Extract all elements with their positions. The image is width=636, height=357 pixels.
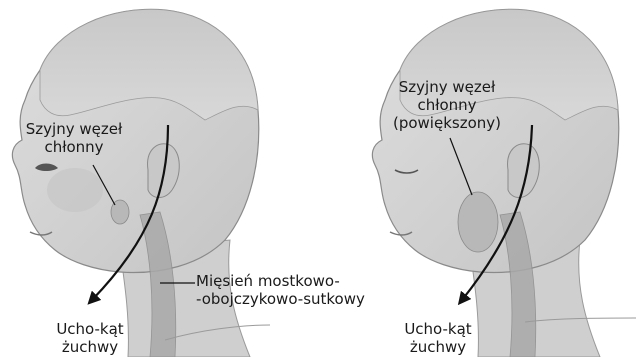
left-cheek [47,168,103,212]
right-node-label-line-1: Szyjny węzeł [382,78,512,96]
left-arrow-label-line-2: żuchwy [30,338,150,356]
left-node-label-line-1: Szyjny węzeł [12,120,136,138]
left-arrow-label-line-1: Ucho-kąt [30,320,150,338]
left-muscle-label-line-1: Mięsień mostkowo- [196,272,396,290]
left-muscle-label: Mięsień mostkowo- -obojczykowo-sutkowy [196,272,396,308]
left-node-label: Szyjny węzeł chłonny [12,120,136,156]
left-node-label-line-2: chłonny [12,138,136,156]
right-node-label: Szyjny węzeł chłonny (powiększony) [382,78,512,132]
right-arrow-label-line-1: Ucho-kąt [378,320,498,338]
right-node-label-line-3: (powiększony) [382,114,512,132]
right-arrow-label: Ucho-kąt żuchwy [378,320,498,356]
right-head [372,9,636,357]
right-node-label-line-2: chłonny [382,96,512,114]
left-muscle-label-line-2: -obojczykowo-sutkowy [196,290,396,308]
right-arrow-label-line-2: żuchwy [378,338,498,356]
left-arrow-label: Ucho-kąt żuchwy [30,320,150,356]
right-lymph-node [458,192,498,252]
